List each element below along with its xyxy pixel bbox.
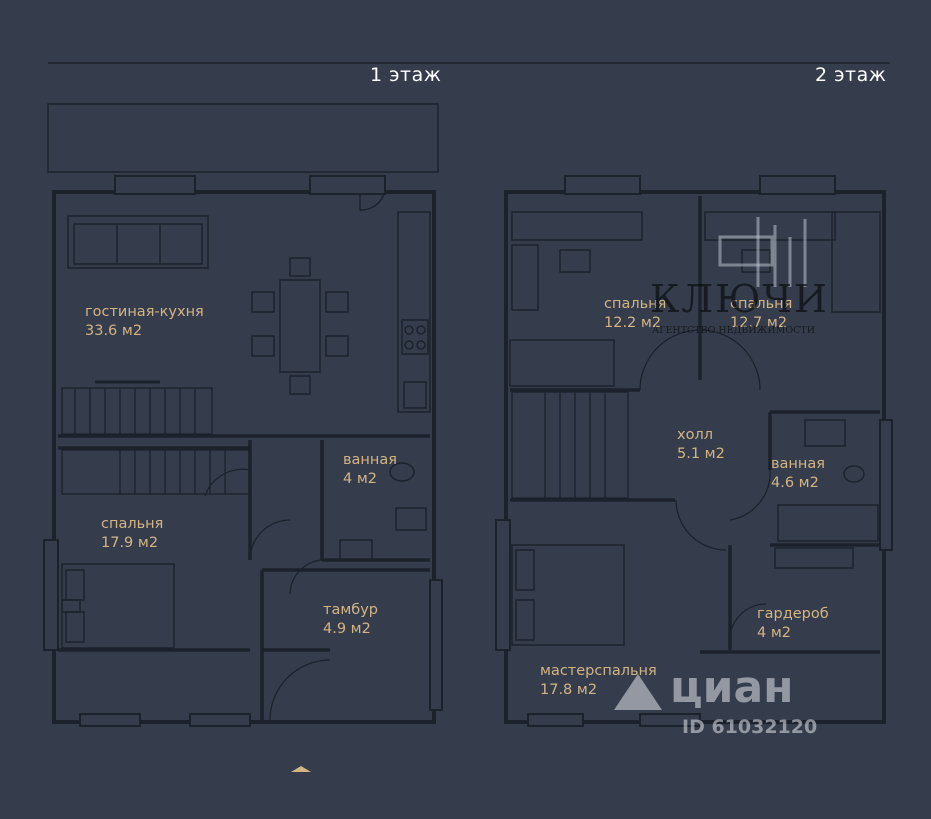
windows (43, 175, 443, 727)
room-area: 4.9 м2 (323, 621, 371, 637)
room-name: гостиная-кухня (85, 304, 204, 320)
room-label-bedroom-1: спальня 17.9 м2 (101, 515, 163, 553)
room-name: спальня (730, 296, 793, 312)
stairs-floor-1 (61, 380, 251, 495)
dining-table (251, 257, 349, 395)
room-label-hall: холл 5.1 м2 (677, 426, 725, 464)
stairs-floor-2 (511, 391, 629, 499)
room-label-vestibule: тамбур 4.9 м2 (323, 601, 378, 639)
room-area: 17.8 м2 (540, 682, 598, 698)
floor-1-title: 1 этаж (370, 64, 442, 86)
cian-id: ID 61032120 (682, 716, 818, 738)
room-area: 4 м2 (757, 625, 791, 641)
entrance-arrow (291, 766, 311, 772)
door-arc (359, 193, 385, 211)
kitchen-counter (397, 211, 431, 413)
agency-name: КЛЮЧИ (650, 277, 829, 321)
room-area: 17.9 м2 (101, 535, 159, 551)
room-label-bedroom-2: спальня 12.2 м2 (604, 295, 666, 333)
cian-logo-icon (614, 674, 662, 710)
room-name: тамбур (323, 602, 378, 618)
room-name: холл (677, 427, 713, 443)
terrace (47, 103, 439, 173)
interior-walls-2 (510, 196, 880, 654)
windows-2 (495, 175, 893, 727)
agency-subtitle: АГЕНТСТВО НЕДВИЖИМОСТИ (652, 325, 816, 336)
room-area: 5.1 м2 (677, 446, 725, 462)
desks (511, 211, 836, 273)
floor-2-title: 2 этаж (815, 64, 887, 86)
floor-1-plan (43, 103, 443, 772)
bed-floor-1 (61, 563, 175, 649)
room-label-wardrobe: гардероб 4 м2 (757, 605, 829, 643)
room-name: гардероб (757, 606, 829, 622)
agency-logo-mark (718, 217, 807, 287)
beds-floor-2 (509, 211, 881, 646)
bath-fixtures-1 (204, 462, 427, 721)
room-area: 12.2 м2 (604, 315, 662, 331)
room-area: 33.6 м2 (85, 323, 143, 339)
room-label-master: мастерспальня 17.8 м2 (540, 662, 657, 700)
room-area: 4.6 м2 (771, 475, 819, 491)
room-name: ванная (343, 452, 397, 468)
room-name: спальня (101, 516, 164, 532)
room-name: ванная (771, 456, 825, 472)
bath-fixtures-2 (639, 329, 879, 641)
cian-watermark: циан ID 61032120 (610, 662, 840, 748)
interior-walls (58, 434, 430, 722)
room-label-bedroom-3: спальня 12.7 м2 (730, 295, 792, 333)
room-name: мастерспальня (540, 663, 657, 679)
room-label-bath-2: ванная 4.6 м2 (771, 455, 825, 493)
room-label-bath-1: ванная 4 м2 (343, 451, 397, 489)
cian-name: циан (670, 662, 794, 713)
room-name: спальня (604, 296, 667, 312)
agency-watermark: КЛЮЧИ АГЕНТСТВО НЕДВИЖИМОСТИ (650, 215, 835, 345)
floor-2-plan (495, 175, 893, 727)
sofa (67, 215, 209, 269)
room-area: 12.7 м2 (730, 315, 788, 331)
room-area: 4 м2 (343, 471, 377, 487)
room-label-living-kitchen: гостиная-кухня 33.6 м2 (85, 303, 204, 341)
